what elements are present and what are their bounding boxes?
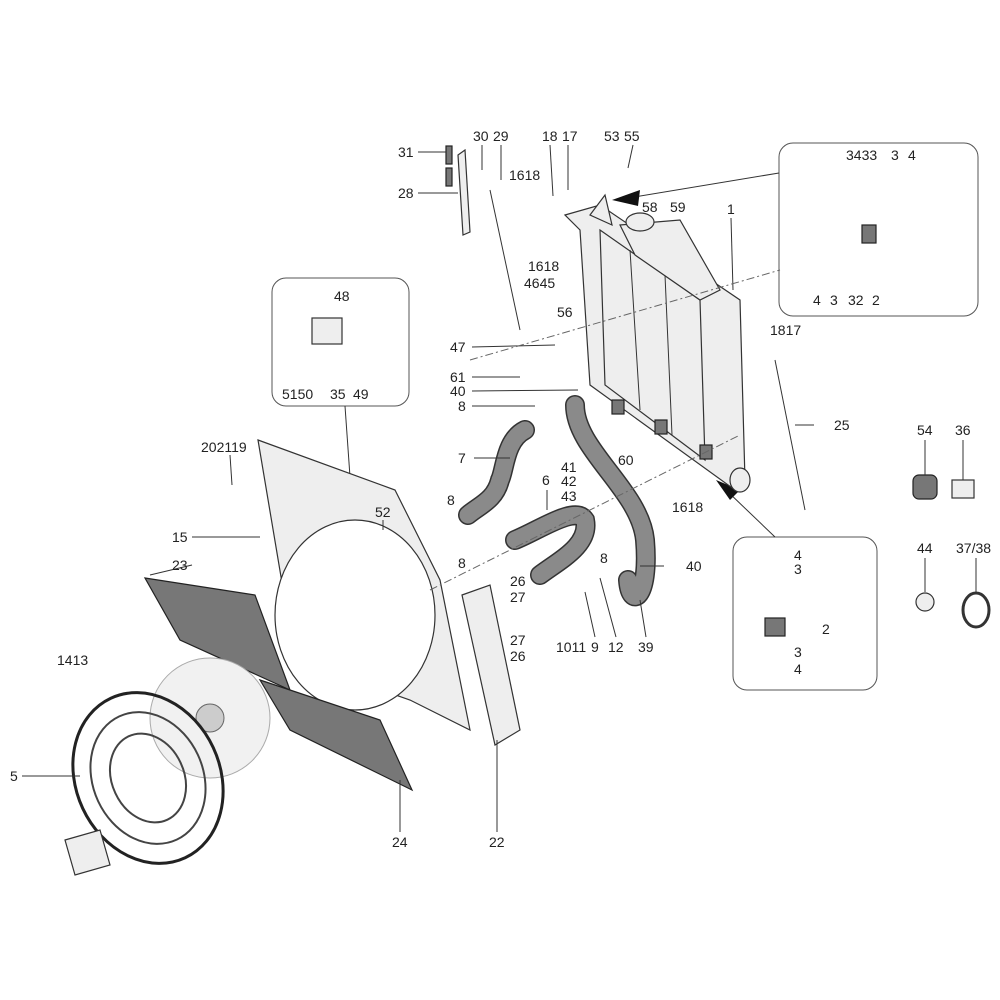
callout-labels: 31 28 30 29 18 17 53 55 1618 1618 4645 5… bbox=[10, 128, 991, 850]
callout-1: 1 bbox=[727, 201, 735, 217]
callout-55: 55 bbox=[624, 128, 640, 144]
callout-47: 47 bbox=[450, 339, 466, 355]
callout-5150: 5150 bbox=[282, 386, 313, 402]
seal-strip-right bbox=[774, 359, 806, 511]
callout-53: 53 bbox=[604, 128, 620, 144]
callout-8-a: 8 bbox=[458, 398, 466, 414]
callout-59: 59 bbox=[670, 199, 686, 215]
callout-29: 29 bbox=[493, 128, 509, 144]
callout-4-i2: 4 bbox=[794, 661, 802, 677]
bracket bbox=[589, 193, 613, 227]
clamp-3738 bbox=[961, 591, 991, 629]
callout-202119: 202119 bbox=[201, 439, 247, 455]
callout-9: 9 bbox=[591, 639, 599, 655]
callout-61: 61 bbox=[450, 369, 466, 385]
leader-lines bbox=[22, 144, 977, 832]
callout-2-i: 2 bbox=[822, 621, 830, 637]
inset-bracket bbox=[271, 277, 410, 407]
callout-18: 18 bbox=[542, 128, 558, 144]
gasket-24 bbox=[258, 678, 414, 792]
callout-8-b: 8 bbox=[447, 492, 455, 508]
callout-4-i1: 4 bbox=[794, 547, 802, 563]
callout-17: 17 bbox=[562, 128, 578, 144]
callout-40-b: 40 bbox=[686, 558, 702, 574]
callout-3-r: 3 bbox=[891, 147, 899, 163]
callout-1011: 1011 bbox=[556, 639, 586, 655]
clip-36 bbox=[951, 479, 975, 499]
callout-22: 22 bbox=[489, 834, 505, 850]
clamp-44 bbox=[915, 592, 935, 612]
callout-48: 48 bbox=[334, 288, 350, 304]
radiator-cap bbox=[625, 212, 655, 232]
callout-26-a: 26 bbox=[510, 573, 526, 589]
callout-1413: 1413 bbox=[57, 652, 88, 668]
callout-1618-a: 1618 bbox=[509, 167, 540, 183]
radiator bbox=[563, 193, 751, 493]
callout-1618-c: 1618 bbox=[672, 499, 703, 515]
callout-32: 32 bbox=[848, 292, 864, 308]
fan-motor bbox=[64, 829, 111, 876]
callout-3-i1: 3 bbox=[794, 561, 802, 577]
callout-4645: 4645 bbox=[524, 275, 555, 291]
callout-8-c: 8 bbox=[458, 555, 466, 571]
callout-35: 35 bbox=[330, 386, 346, 402]
callout-37-38: 37/38 bbox=[956, 540, 991, 556]
fan-blades bbox=[149, 657, 271, 779]
callout-31: 31 bbox=[398, 144, 414, 160]
callout-23: 23 bbox=[172, 557, 188, 573]
callout-58: 58 bbox=[642, 199, 658, 215]
callout-41: 41 bbox=[561, 459, 577, 475]
callout-12: 12 bbox=[608, 639, 624, 655]
grommet-54 bbox=[912, 474, 938, 500]
fan-guard bbox=[64, 691, 225, 876]
callout-42: 42 bbox=[561, 473, 577, 489]
callout-54: 54 bbox=[917, 422, 933, 438]
callout-39: 39 bbox=[638, 639, 654, 655]
rubber-mount-inset bbox=[764, 617, 786, 637]
callout-7: 7 bbox=[458, 450, 466, 466]
callout-49: 49 bbox=[353, 386, 369, 402]
inset-mount-top bbox=[778, 142, 979, 317]
callout-2-b: 2 bbox=[872, 292, 880, 308]
rubber-mount bbox=[861, 224, 877, 244]
callout-44: 44 bbox=[917, 540, 933, 556]
callout-30: 30 bbox=[473, 128, 489, 144]
callout-27-b: 27 bbox=[510, 632, 526, 648]
callout-1817: 1817 bbox=[770, 322, 801, 338]
inset-mount-bottom bbox=[732, 536, 878, 691]
callout-3-b: 3 bbox=[830, 292, 838, 308]
callout-28: 28 bbox=[398, 185, 414, 201]
callout-26-b: 26 bbox=[510, 648, 526, 664]
callout-56: 56 bbox=[557, 304, 573, 320]
callout-3433: 3433 bbox=[846, 147, 877, 163]
callout-5: 5 bbox=[10, 768, 18, 784]
callout-40-a: 40 bbox=[450, 383, 466, 399]
fan-shroud bbox=[257, 439, 521, 746]
callout-24: 24 bbox=[392, 834, 408, 850]
callout-36: 36 bbox=[955, 422, 971, 438]
callout-27-a: 27 bbox=[510, 589, 526, 605]
callout-8-d: 8 bbox=[600, 550, 608, 566]
callout-6: 6 bbox=[542, 472, 550, 488]
bracket-48 bbox=[311, 317, 343, 345]
callout-60: 60 bbox=[618, 452, 634, 468]
callout-1618-b: 1618 bbox=[528, 258, 559, 274]
callout-4-b: 4 bbox=[813, 292, 821, 308]
callout-52: 52 bbox=[375, 504, 391, 520]
callout-3-i2: 3 bbox=[794, 644, 802, 660]
callout-25: 25 bbox=[834, 417, 850, 433]
seal-strip-left bbox=[489, 189, 521, 331]
callout-4-r: 4 bbox=[908, 147, 916, 163]
callout-15: 15 bbox=[172, 529, 188, 545]
callout-43: 43 bbox=[561, 488, 577, 504]
